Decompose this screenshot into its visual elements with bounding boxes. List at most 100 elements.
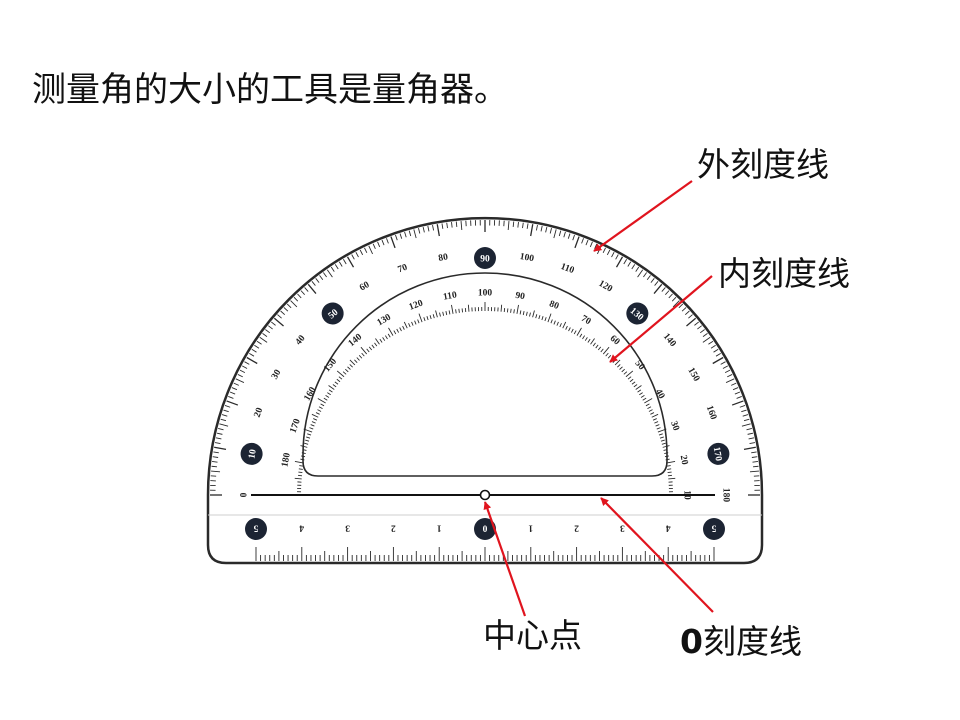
inner-tick <box>387 333 391 338</box>
inner-tick <box>442 311 445 316</box>
inner-tick <box>294 461 304 464</box>
outer-tick <box>390 236 396 249</box>
outer-tick <box>748 437 755 440</box>
outer-scale-number-mark: 100 <box>519 252 535 264</box>
outer-tick <box>422 226 425 233</box>
outer-tick <box>226 400 239 406</box>
inner-tick <box>299 465 304 467</box>
inner-tick <box>644 398 653 404</box>
inner-tick <box>403 321 408 329</box>
outer-tick <box>615 256 624 268</box>
outer-tick <box>214 446 227 450</box>
inner-tick <box>664 452 669 455</box>
outer-tick <box>743 446 756 450</box>
outer-tick <box>304 287 309 292</box>
inner-scale-number-mark: 170 <box>289 417 303 434</box>
outer-tick <box>752 465 759 468</box>
outer-tick <box>368 245 373 255</box>
outer-tick <box>734 391 741 395</box>
outer-tick <box>319 275 324 281</box>
outer-tick <box>540 225 543 232</box>
outer-tick <box>558 230 562 237</box>
outer-scale-number: 60 <box>358 280 371 294</box>
outer-tick <box>254 344 260 349</box>
outer-tick <box>239 369 246 374</box>
outer-tick <box>720 361 726 365</box>
outer-tick <box>646 275 651 281</box>
inner-tick <box>639 392 643 396</box>
inner-tick <box>667 468 672 470</box>
badge-circle <box>626 302 649 325</box>
ruler-number: 5 <box>253 523 258 533</box>
outer-tick <box>262 332 268 337</box>
outer-tick <box>526 223 529 229</box>
inner-tick <box>510 308 512 313</box>
outer-scale-badge: 10 <box>240 442 263 465</box>
badge-circle <box>474 518 496 540</box>
outer-tick <box>708 340 714 345</box>
outer-tick <box>220 418 227 422</box>
inner-tick <box>590 338 595 345</box>
outer-tick <box>567 233 571 239</box>
inner-tick <box>455 309 457 314</box>
outer-tick <box>654 281 659 286</box>
inner-tick <box>313 418 318 421</box>
inner-tick <box>298 468 303 470</box>
inner-tick <box>411 321 414 326</box>
badge-circle <box>707 442 730 465</box>
inner-tick <box>300 458 305 461</box>
outer-tick <box>221 414 228 417</box>
outer-tick <box>732 387 739 391</box>
inner-tick <box>629 378 634 383</box>
inner-tick <box>668 477 676 480</box>
outer-tick <box>386 238 389 244</box>
inner-tick <box>605 352 609 357</box>
center-point-arrow <box>483 501 527 617</box>
inner-tick <box>656 427 661 430</box>
outer-tick <box>746 428 752 431</box>
inner-scale-number: 30 <box>668 420 681 433</box>
inner-scale-number-mark: 120 <box>408 298 425 312</box>
inner-scale-label: 内刻度线 <box>718 254 850 293</box>
inner-scale-number: 110 <box>442 290 458 302</box>
inner-tick <box>303 428 313 433</box>
inner-tick <box>652 418 657 421</box>
inner-tick <box>556 321 559 326</box>
outer-scale-number-mark: 30 <box>270 368 284 381</box>
outer-tick <box>311 281 316 286</box>
outer-tick <box>256 340 262 345</box>
inner-scale-number: 20 <box>678 454 690 465</box>
inner-tick <box>544 317 547 322</box>
outer-tick <box>739 405 746 408</box>
inner-tick <box>334 381 339 385</box>
outer-tick <box>300 290 306 296</box>
outer-tick <box>611 251 615 258</box>
ruler-number-mark: 4 <box>299 523 304 533</box>
outer-tick <box>581 238 584 244</box>
inner-tick <box>426 316 429 321</box>
outer-tick <box>702 336 711 343</box>
outer-tick <box>678 303 684 309</box>
outer-scale-number-mark: 20 <box>253 406 266 419</box>
outer-tick <box>237 374 243 378</box>
outer-scale-number: 100 <box>519 252 535 264</box>
outer-tick <box>572 234 575 241</box>
outer-tick <box>307 283 317 294</box>
outer-tick <box>436 224 440 237</box>
inner-scale-number-mark: 180 <box>280 452 292 468</box>
inner-tick <box>600 348 604 353</box>
outer-tick <box>233 382 239 386</box>
outer-scale-ticks <box>210 220 760 496</box>
outer-scale-number-mark: 0 <box>240 492 250 497</box>
outer-tick <box>216 432 223 435</box>
outer-scale-number: 90 <box>480 255 490 265</box>
inner-tick <box>663 449 668 451</box>
outer-tick <box>346 256 355 268</box>
inner-tick <box>306 436 311 439</box>
outer-tick <box>517 221 519 228</box>
zero-line-label-text: 刻度线 <box>703 622 802 661</box>
inner-tick <box>382 337 386 341</box>
inner-scale-number-mark: 20 <box>678 454 690 465</box>
inner-tick <box>565 325 568 330</box>
